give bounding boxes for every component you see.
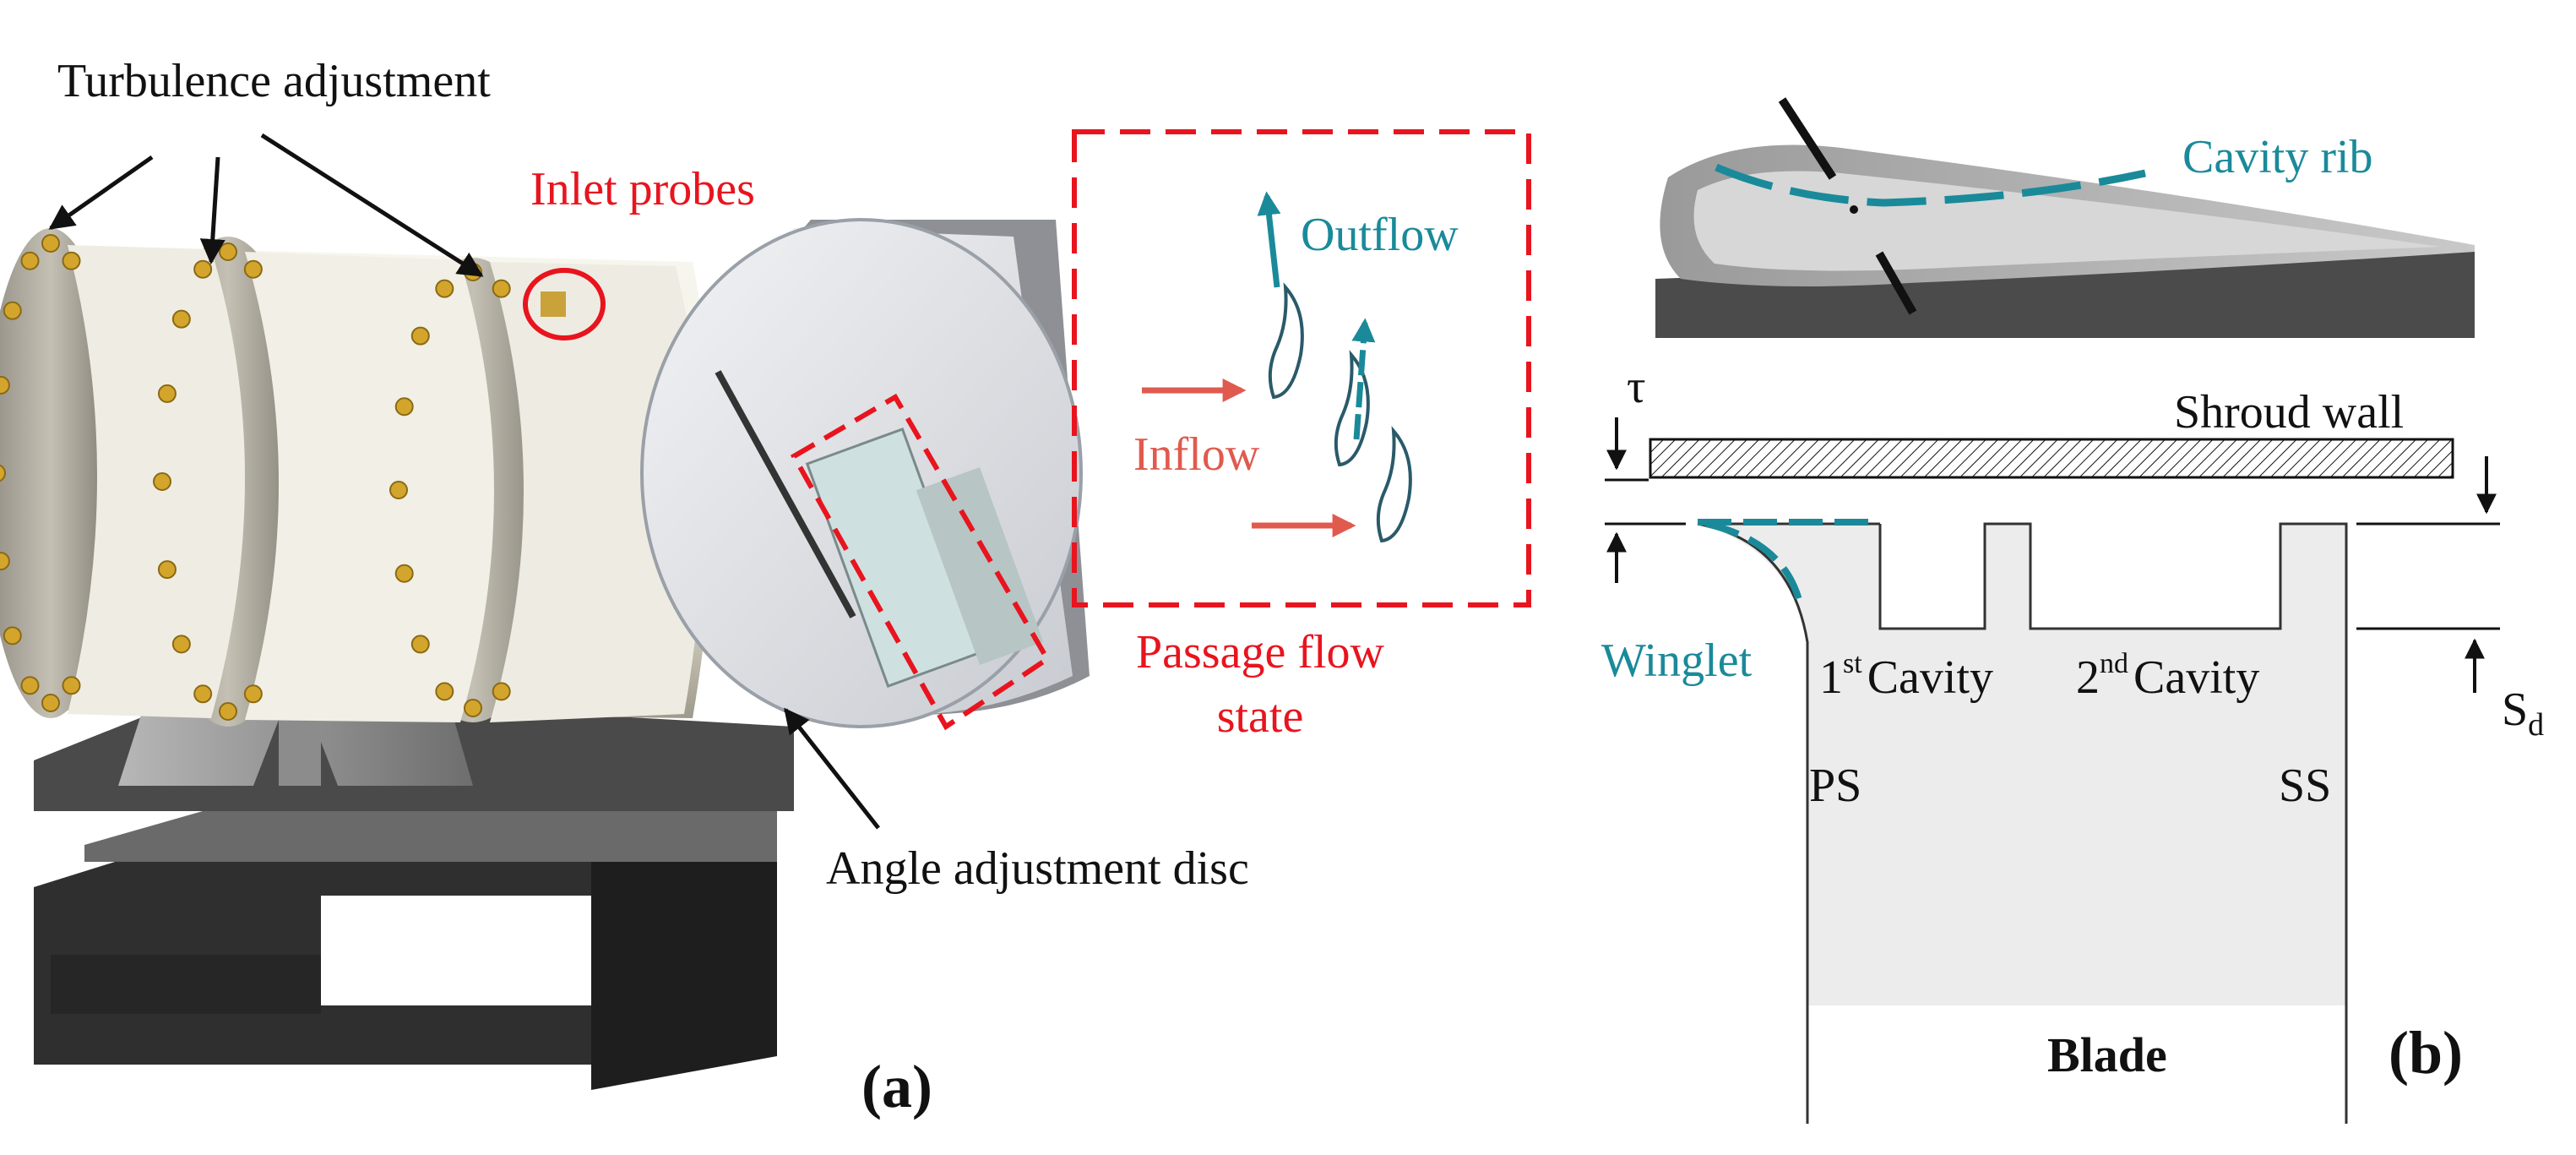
bolt-icon — [193, 684, 213, 704]
cavity-rib-label: Cavity rib — [2182, 131, 2373, 183]
outflow-arrow-1 — [1257, 191, 1281, 288]
section-cut-lower — [1875, 251, 1917, 315]
bolt-icon — [410, 635, 430, 654]
bolt-icon — [157, 384, 177, 403]
bolt-icon — [435, 682, 454, 701]
bolt-icon — [3, 301, 22, 320]
bolt-icon — [41, 234, 60, 253]
passage-flow-label-line2: state — [1217, 690, 1304, 743]
passage-inset-frame — [1072, 129, 1531, 607]
turbulence-adjustment-label: Turbulence adjustment — [57, 55, 491, 107]
bolt-icon — [219, 242, 237, 261]
wind-tunnel-pipe — [0, 228, 714, 727]
panel-a: Turbulence adjustment Inlet probes Angle… — [0, 55, 1531, 1120]
blade-section — [1698, 524, 2346, 1124]
bolt-icon — [492, 682, 511, 701]
sd-label: Sd — [2502, 684, 2544, 743]
cavity-depth-dimension: Sd — [2356, 456, 2544, 743]
disc-inset-region — [790, 393, 1052, 731]
bolt-icon — [394, 564, 414, 583]
pressure-side-label: PS — [1809, 760, 1861, 812]
bolt-icon — [0, 552, 10, 571]
panel-b-tag: (b) — [2389, 1019, 2463, 1087]
bolt-icon — [243, 684, 263, 704]
passage-flow-inset: Outflow Inflow — [1072, 129, 1531, 607]
bolt-icon — [389, 481, 408, 499]
bolt-icon — [157, 560, 177, 580]
bolt-icon — [171, 635, 191, 654]
bolt-icon — [20, 251, 40, 270]
bolt-icon — [3, 626, 22, 646]
blade-label: Blade — [2047, 1027, 2167, 1082]
blade-tip-3d — [1655, 97, 2475, 338]
bolt-icon — [20, 676, 40, 695]
bolt-icon — [171, 309, 191, 329]
tip-clearance-dimension: τ — [1605, 361, 1686, 583]
bolt-icon — [0, 464, 6, 482]
angle-disc-arrow — [784, 707, 880, 830]
flange-bolts — [0, 234, 511, 721]
inlet-probes-label: Inlet probes — [530, 163, 755, 215]
turbulence-arrow-2 — [199, 156, 226, 264]
tau-label: τ — [1627, 361, 1646, 413]
outflow-arrow-2 — [1351, 318, 1376, 440]
bolt-icon — [410, 326, 430, 346]
bolt-icon — [41, 694, 60, 712]
inflow-label: Inflow — [1133, 428, 1260, 481]
bolt-icon — [394, 397, 414, 417]
bolt-icon — [492, 279, 511, 298]
suction-side-label: SS — [2279, 760, 2331, 812]
outflow-label: Outflow — [1301, 209, 1459, 261]
bolt-icon — [435, 279, 454, 298]
bolt-icon — [0, 375, 10, 395]
bolt-icon — [153, 472, 171, 491]
turbulence-arrow-3 — [260, 133, 484, 278]
section-cut-upper — [1778, 97, 1837, 180]
bolt-icon — [219, 702, 237, 721]
winglet-label: Winglet — [1601, 635, 1753, 687]
cavity-rib-dashes — [1715, 163, 2146, 207]
bolt-icon — [62, 676, 81, 695]
bolt-icon — [62, 251, 81, 270]
cascade-blades — [1268, 282, 1412, 543]
angle-adjustment-disc — [640, 218, 1090, 728]
shroud-wall — [1649, 438, 2454, 479]
panel-a-tag: (a) — [861, 1053, 932, 1120]
passage-flow-label-line1: Passage flow — [1136, 626, 1385, 678]
angle-disc-label: Angle adjustment disc — [826, 842, 1249, 895]
turbulence-arrow-1 — [48, 155, 154, 231]
bolt-icon — [243, 259, 263, 279]
winglet-dashes — [1698, 519, 1880, 602]
bolt-icon — [464, 699, 482, 717]
inlet-probe-marker — [523, 268, 606, 341]
bolt-icon — [193, 259, 213, 279]
shroud-wall-label: Shroud wall — [2174, 386, 2404, 439]
